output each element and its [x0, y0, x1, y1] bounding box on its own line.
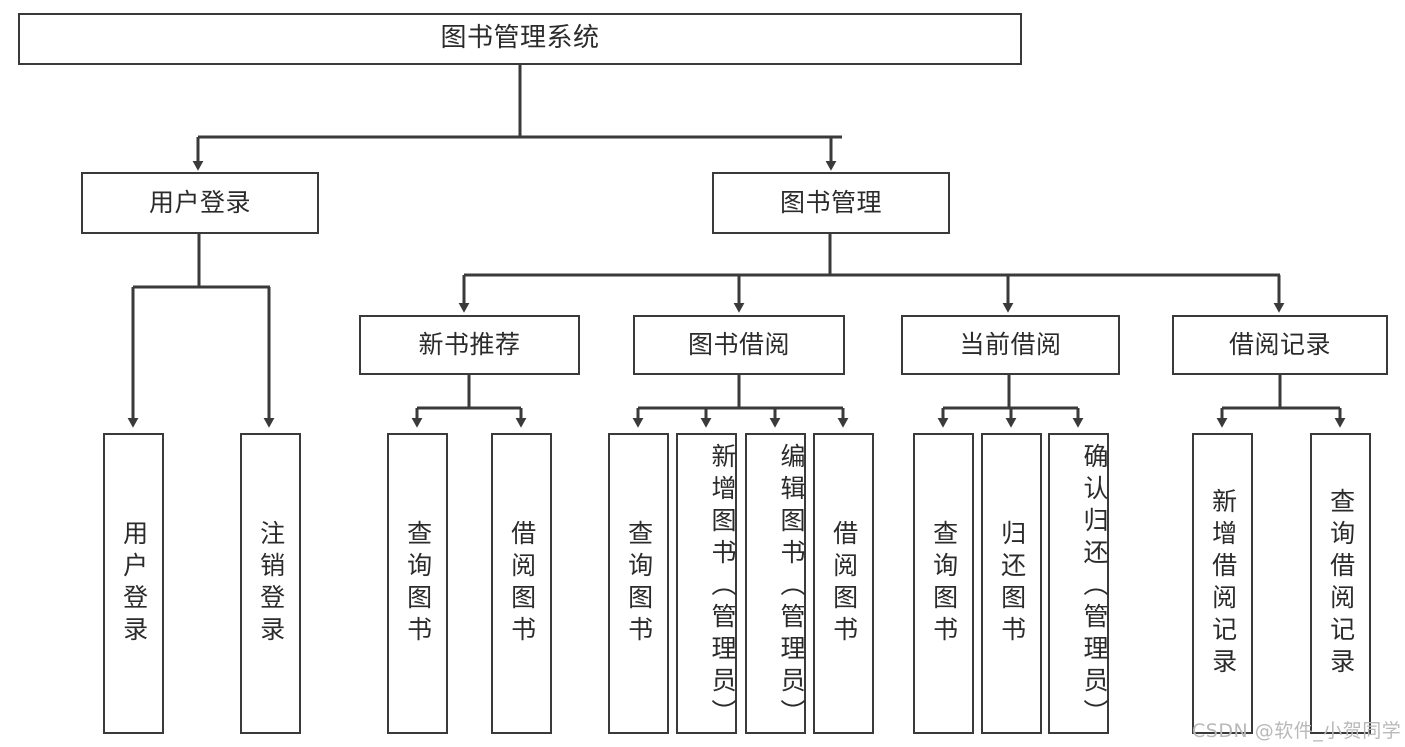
leaf-edit-book-admin[interactable]: 编辑图书（管理员）	[745, 433, 806, 734]
node-borrow-record[interactable]: 借阅记录	[1172, 315, 1388, 375]
leaf-borrow-book-borrow[interactable]: 借阅图书	[813, 433, 874, 734]
node-new-book-recommend[interactable]: 新书推荐	[359, 315, 580, 375]
node-current-borrow[interactable]: 当前借阅	[901, 315, 1120, 375]
leaf-add-borrow-record[interactable]: 新增借阅记录	[1192, 433, 1253, 734]
leaf-query-book-borrow[interactable]: 查询图书	[608, 433, 669, 734]
leaf-query-book-current[interactable]: 查询图书	[913, 433, 974, 734]
leaf-user-login[interactable]: 用户登录	[103, 433, 164, 734]
leaf-query-book-recommend[interactable]: 查询图书	[387, 433, 448, 734]
leaf-logout[interactable]: 注销登录	[240, 433, 301, 734]
node-book-borrow[interactable]: 图书借阅	[633, 315, 845, 375]
csdn-watermark: CSDN @软件_小贺同学	[1192, 720, 1402, 742]
node-book-manage[interactable]: 图书管理	[712, 172, 950, 234]
node-root[interactable]: 图书管理系统	[18, 13, 1022, 65]
leaf-add-book-admin[interactable]: 新增图书（管理员）	[676, 433, 737, 734]
leaf-query-borrow-record[interactable]: 查询借阅记录	[1310, 433, 1371, 734]
leaf-return-book[interactable]: 归还图书	[981, 433, 1042, 734]
node-user-login[interactable]: 用户登录	[81, 172, 319, 234]
leaf-confirm-return-admin[interactable]: 确认归还（管理员）	[1048, 433, 1109, 734]
leaf-borrow-book-recommend[interactable]: 借阅图书	[491, 433, 552, 734]
